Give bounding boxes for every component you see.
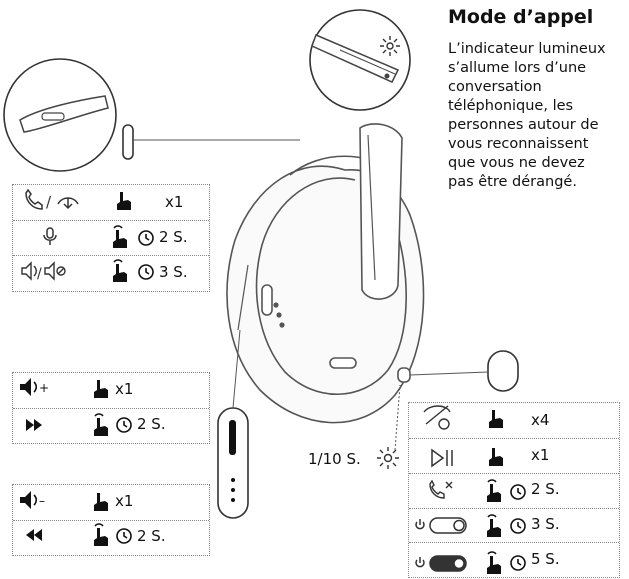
description-line: que vous ne devez <box>448 155 585 171</box>
svg-text:+: + <box>39 381 49 395</box>
hold-duration: 2 S. <box>159 228 188 246</box>
headphone-illustration <box>226 123 425 424</box>
svg-text:/: / <box>37 266 42 282</box>
table-row: x1 <box>13 185 209 221</box>
table-row: x1 <box>13 485 209 521</box>
description-line: s’allume lors d’une <box>448 60 587 76</box>
leader-line-4 <box>394 384 401 451</box>
volume-up-table: x1 2 S. <box>12 372 210 444</box>
play-pause-icon <box>431 448 453 468</box>
table-row: 2 S. <box>13 520 209 555</box>
hold-duration: 2 S. <box>137 527 166 545</box>
volume-down-table: x1 2 S. <box>12 484 210 556</box>
hold-duration: 3 S. <box>159 263 188 281</box>
light-blink-interval: 1/10 S. <box>308 450 361 468</box>
table-row: 2 S. <box>13 220 209 256</box>
press-count: x1 <box>165 193 184 211</box>
multifunction-button-zoom <box>487 350 519 392</box>
power-switch-off-icon <box>415 517 467 534</box>
mode-description: L’indicateur lumineux s’allume lors d’un… <box>448 40 628 192</box>
table-row: x4 <box>409 403 619 439</box>
hold-duration: 2 S. <box>531 480 560 498</box>
volume-slider-zoom <box>217 407 249 519</box>
microphone-zoom <box>3 58 117 172</box>
microphone-icon <box>43 227 57 245</box>
leader-line-2 <box>232 329 241 409</box>
previous-track-icon <box>26 529 42 541</box>
indicator-light-icon <box>377 447 399 469</box>
description-line: téléphonique, les <box>448 98 574 114</box>
volume-up-icon: + <box>20 378 49 396</box>
description-line: pas être dérangé. <box>448 174 577 190</box>
svg-text:–: – <box>39 494 45 508</box>
press-count: x4 <box>531 411 550 429</box>
next-track-icon <box>26 419 42 431</box>
table-row: 3 S. <box>13 255 209 290</box>
press-count: x1 <box>115 380 134 398</box>
call-controls-table: x1 2 S. 3 S. <box>12 184 210 292</box>
hold-duration: 3 S. <box>531 515 560 533</box>
description-line: vous reconnaissent <box>448 136 589 152</box>
call-reject-icon <box>429 479 453 499</box>
table-row: 2 S. <box>13 408 209 443</box>
headband-light-zoom <box>309 9 411 111</box>
hold-duration: 2 S. <box>137 415 166 433</box>
table-row: 3 S. <box>409 508 619 543</box>
leader-line-3 <box>409 371 489 376</box>
svg-text:/: / <box>46 193 52 211</box>
table-row: x1 <box>409 438 619 474</box>
press-count: x1 <box>531 446 550 464</box>
description-line: personnes autour de <box>448 117 599 133</box>
press-count: x1 <box>115 492 134 510</box>
table-row: 5 S. <box>409 542 619 577</box>
volume-down-icon: – <box>20 491 45 509</box>
table-row: x1 <box>13 373 209 409</box>
speaker-mute-icon: / <box>21 261 66 282</box>
hearing-through-icon <box>423 405 451 430</box>
mode-title: Mode d’appel <box>448 6 594 28</box>
multifunction-button-table: x4 x1 2 S. 3 S. 5 S. <box>408 402 620 578</box>
phone-answer-hangup-icon: / <box>25 188 79 211</box>
table-row: 2 S. <box>409 473 619 509</box>
power-switch-on-icon <box>415 555 467 572</box>
mic-indicator-pill <box>122 124 134 160</box>
description-line: conversation <box>448 79 542 95</box>
hold-duration: 5 S. <box>531 550 560 568</box>
light-burst-icon <box>380 36 400 56</box>
description-line: L’indicateur lumineux <box>448 41 606 57</box>
